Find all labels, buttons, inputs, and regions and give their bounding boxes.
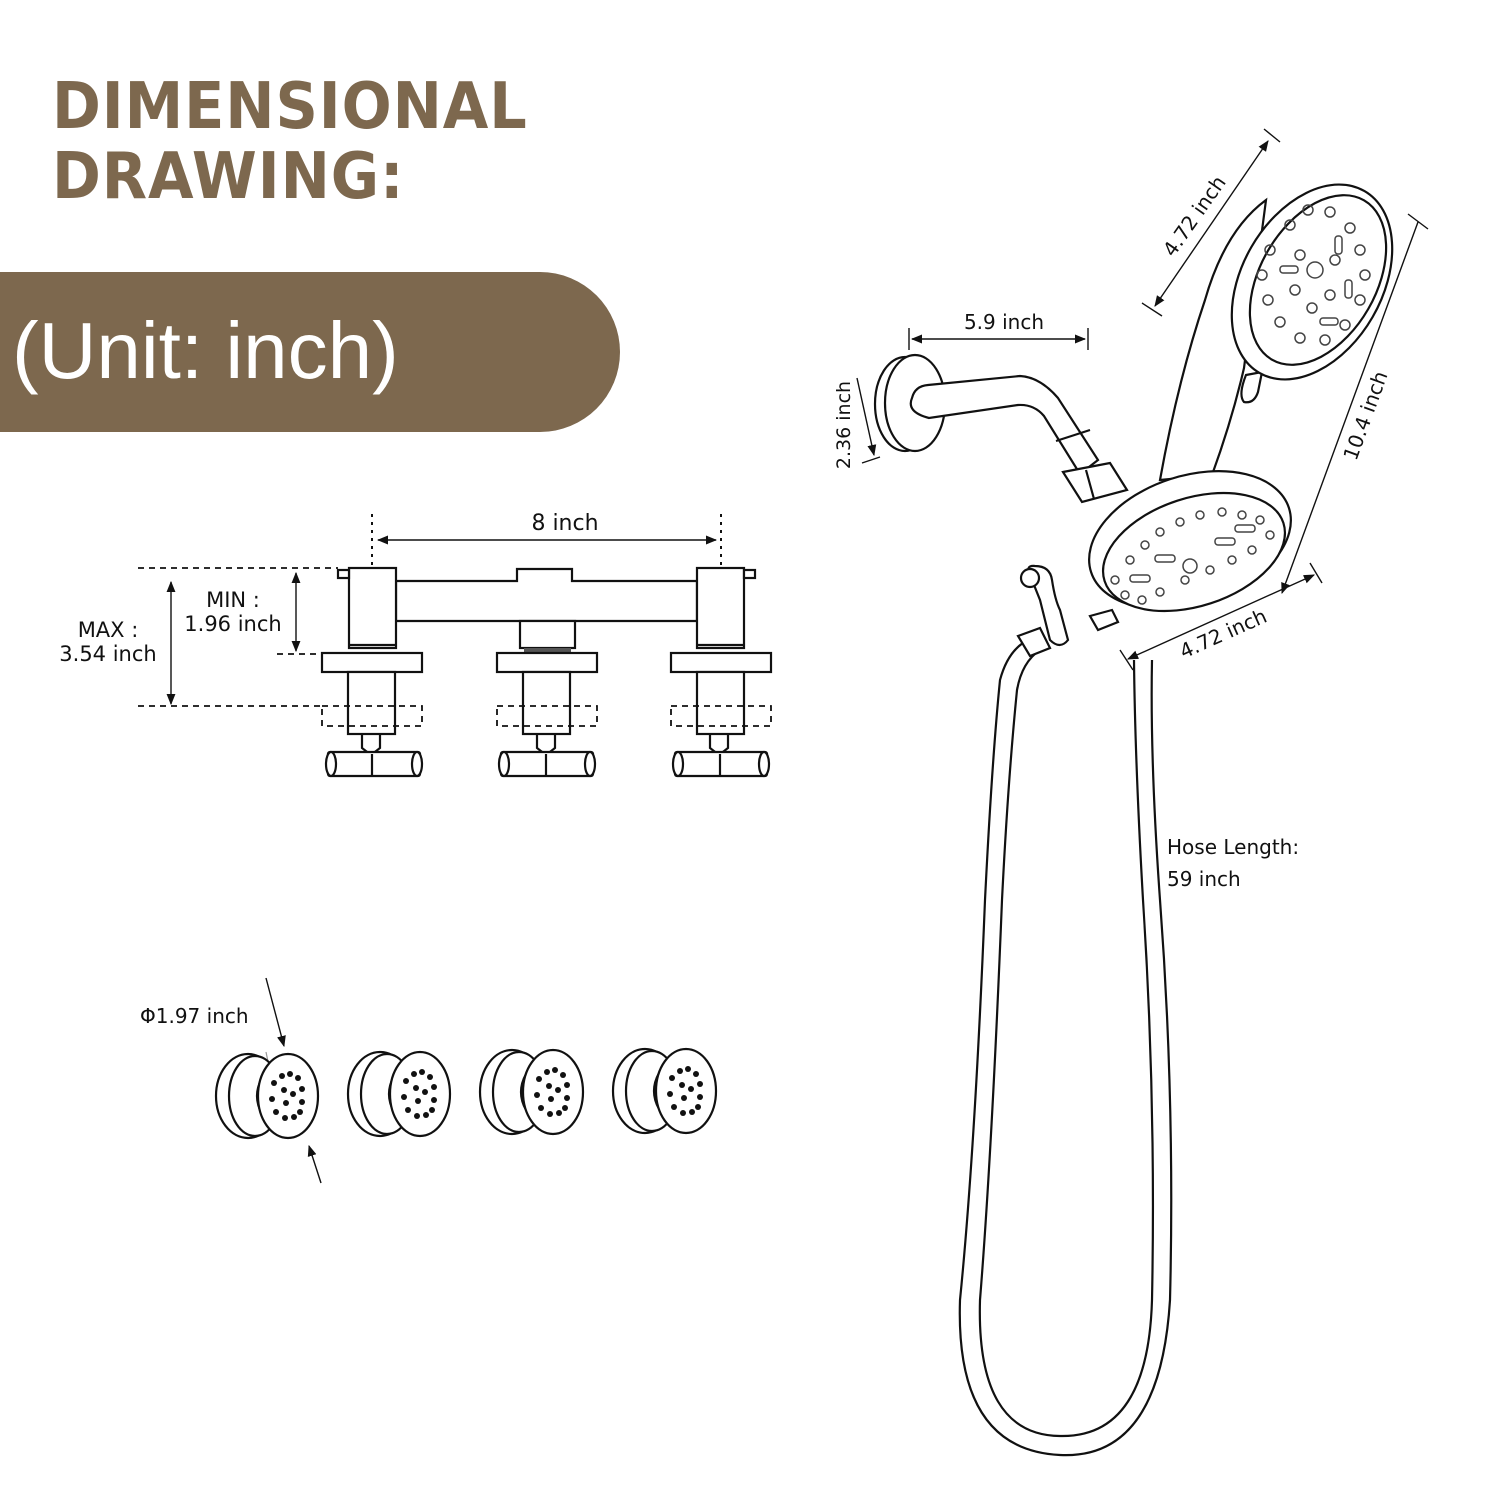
- max-label-line2: 3.54 inch: [59, 642, 156, 666]
- shower-system-diagram: 5.9 inch 2.36 inch: [833, 128, 1429, 1457]
- spacing-label: 8 inch: [531, 511, 598, 536]
- valve-set-diagram: 8 inch MIN : 1.96 inch MAX : 3.54 inch: [59, 511, 773, 778]
- page-title: DIMENSIONAL DRAWING:: [52, 72, 528, 212]
- max-label-line1: MAX :: [78, 618, 139, 642]
- hose-label-line1: Hose Length:: [1167, 835, 1299, 859]
- unit-banner: (Unit: inch): [0, 272, 620, 432]
- body-jet-4: [611, 1047, 718, 1135]
- handheld-shower: 4.72 inch: [1141, 128, 1394, 482]
- jet-diameter-label: Φ1.97 inch: [140, 1004, 249, 1028]
- hose-label-line2: 59 inch: [1167, 867, 1241, 891]
- title-line-1: DIMENSIONAL: [52, 70, 528, 144]
- body-jet-1: [214, 1052, 320, 1140]
- min-label-line2: 1.96 inch: [184, 612, 281, 636]
- body-jet-2: [346, 1050, 452, 1138]
- fixed-shower-head: 4.72 inch 10.4 inch: [1019, 213, 1429, 671]
- arm-length-label: 5.9 inch: [964, 310, 1044, 334]
- flange-label: 2.36 inch: [833, 381, 855, 469]
- min-label-line1: MIN :: [206, 588, 260, 612]
- shower-hose: [958, 626, 1173, 1457]
- handheld-diameter-label: 4.72 inch: [1158, 171, 1231, 261]
- body-jet-3: [478, 1048, 585, 1136]
- fixed-head-diameter-label: 4.72 inch: [1176, 604, 1271, 664]
- unit-label: (Unit: inch): [12, 306, 399, 395]
- body-jets-diagram: Φ1.97 inch: [140, 977, 718, 1184]
- title-line-2: DRAWING:: [52, 140, 405, 214]
